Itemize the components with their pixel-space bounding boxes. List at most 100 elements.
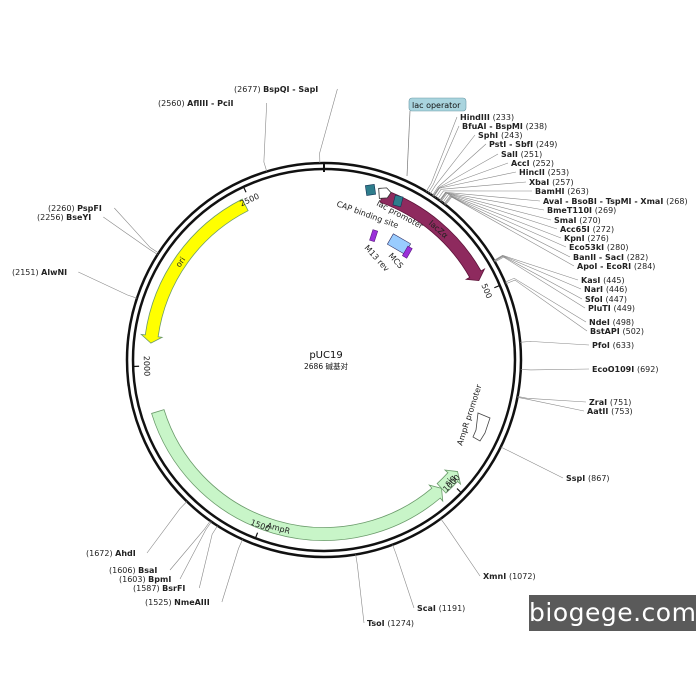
site-leader-line — [504, 277, 587, 323]
site-leader-line — [433, 171, 517, 197]
restriction-site-label: ApoI - EcoRI (284) — [577, 262, 655, 271]
restriction-site-label: (1606) BsaI — [109, 566, 157, 575]
restriction-site-label: NdeI (498) — [589, 318, 634, 327]
site-leader-line — [114, 207, 159, 254]
site-leader-line — [432, 143, 487, 196]
restriction-site-label: BanII - SacI (282) — [573, 253, 648, 262]
site-leader-line — [199, 525, 218, 589]
restriction-site-label: XmnI (1072) — [483, 572, 536, 581]
restriction-site-label: HincII (253) — [519, 168, 569, 177]
restriction-site-label: SmaI (270) — [554, 216, 601, 225]
site-leader-line — [263, 102, 268, 172]
restriction-site-label: BfuAI - BspMI (238) — [462, 122, 547, 131]
m13-rev-feature — [369, 229, 379, 243]
site-leader-line — [494, 256, 586, 309]
restriction-site-label: (2260) PspFI — [48, 204, 102, 213]
lac-operator-callout — [408, 97, 467, 112]
restriction-site-label: (2677) BspQI - SapI — [234, 85, 318, 94]
site-leader-line — [440, 192, 552, 221]
scale-tick-label: 2000 — [142, 356, 152, 377]
restriction-site-label: AvaI - BsoBI - TspMI - XmaI (268) — [543, 197, 688, 206]
site-leader-line — [520, 368, 590, 371]
restriction-site-label: (1603) BpmI — [119, 575, 171, 584]
site-leader-line — [103, 216, 158, 255]
site-leader-line — [445, 196, 575, 267]
scale-tick — [494, 284, 501, 289]
plasmid-length: 2686 碱基对 — [304, 361, 348, 371]
restriction-site-label: NarI (446) — [584, 285, 627, 294]
site-leader-line — [493, 255, 579, 281]
restriction-site-label: (2560) AflIII - PciI — [158, 99, 233, 108]
mcs-end-marker — [401, 245, 413, 259]
restriction-site-label: XbaI (257) — [529, 178, 574, 187]
sig-feature — [436, 469, 462, 494]
site-leader-line — [319, 88, 338, 164]
restriction-site-label: Eco53kI (280) — [569, 243, 628, 252]
restriction-site-label: KasI (445) — [581, 276, 625, 285]
site-leader-line — [355, 554, 365, 624]
restriction-site-label: BamHI (263) — [535, 187, 589, 196]
restriction-site-label: (2151) AlwNI — [12, 268, 67, 277]
restriction-site-label: PfoI (633) — [592, 341, 634, 350]
restriction-site-label: SalI (251) — [501, 150, 542, 159]
site-leader-line — [439, 192, 545, 211]
lac-operator-callout-text: lac operator — [412, 101, 461, 110]
site-leader-line — [520, 341, 590, 346]
restriction-site-label: SphI (243) — [478, 131, 522, 140]
lac-promoter-feature — [378, 187, 392, 199]
scale-tick-label: 500 — [479, 282, 493, 300]
scale-tick-label: 2500 — [238, 192, 260, 209]
cap-binding-site-feature — [365, 184, 376, 196]
restriction-site-label: PstI - SbfI (249) — [489, 140, 557, 149]
restriction-site-label: AccI (252) — [511, 159, 554, 168]
restriction-site-label: PluTI (449) — [588, 304, 635, 313]
m13-rev-label: M13 rev — [363, 243, 392, 273]
site-leader-line — [392, 544, 415, 609]
site-leader-line — [435, 181, 527, 198]
site-leader-line — [78, 271, 138, 299]
site-leader-line — [433, 162, 509, 197]
site-leader-line — [494, 255, 582, 290]
site-leader-line — [494, 255, 583, 300]
restriction-site-label: ScaI (1191) — [417, 604, 465, 613]
restriction-site-label: SfoI (447) — [585, 295, 627, 304]
site-leader-line — [432, 153, 499, 197]
lac-operator-leader — [406, 110, 411, 177]
restriction-site-label: (1587) BsrFI — [133, 584, 185, 593]
lacza-feature — [379, 189, 486, 282]
scale-tick — [242, 186, 247, 193]
site-leader-line — [427, 125, 460, 193]
restriction-site-label: BmeT110I (269) — [547, 206, 616, 215]
restriction-site-label: BstAPI (502) — [590, 327, 644, 336]
site-leader-line — [440, 193, 558, 230]
watermark: biogege.com — [529, 595, 696, 631]
site-leader-line — [442, 194, 562, 239]
ampr-promoter-feature — [472, 412, 491, 442]
scale-tick — [254, 532, 259, 539]
site-leader-line — [146, 501, 188, 554]
site-leader-line — [517, 397, 585, 412]
restriction-site-label: ZraI (751) — [589, 398, 631, 407]
site-leader-line — [517, 396, 587, 403]
site-leader-line — [425, 116, 458, 192]
restriction-site-label: (1525) NmeAIII — [145, 598, 210, 607]
restriction-site-label: TsoI (1274) — [367, 619, 414, 628]
restriction-site-label: Acc65I (272) — [560, 225, 614, 234]
plasmid-name: pUC19 — [309, 350, 342, 361]
lac-operator-feature — [392, 194, 404, 208]
restriction-site-label: AatII (753) — [587, 407, 633, 416]
site-leader-line — [439, 192, 541, 202]
site-leader-line — [505, 279, 588, 332]
site-leader-line — [440, 518, 481, 577]
site-leader-line — [444, 196, 571, 258]
site-leader-line — [443, 195, 567, 248]
restriction-site-label: (1672) AhdI — [86, 549, 136, 558]
site-leader-line — [437, 190, 533, 200]
restriction-site-label: (2256) BseYI — [37, 213, 91, 222]
restriction-site-label: HindIII (233) — [460, 113, 514, 122]
restriction-site-label: SspI (867) — [566, 474, 610, 483]
scale-tick — [456, 488, 462, 494]
site-leader-line — [179, 521, 212, 580]
restriction-site-label: EcoO109I (692) — [592, 365, 658, 374]
